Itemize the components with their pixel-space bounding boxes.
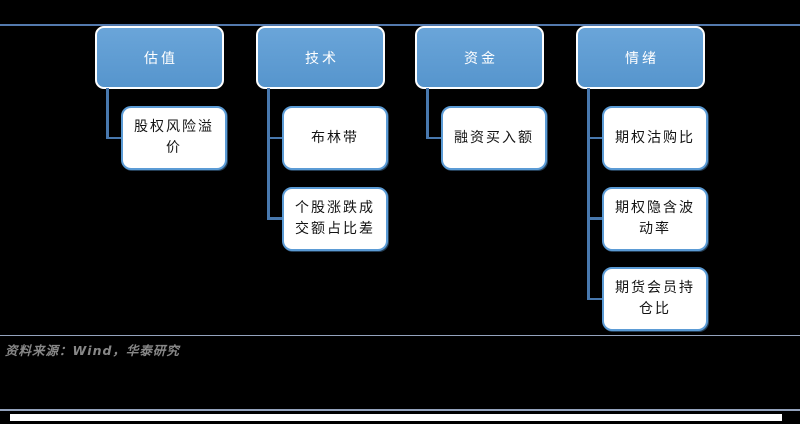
connector-stub [267,217,284,220]
category-box: 情绪 [576,26,705,89]
source-note: 资料来源：Wind，华泰研究 [5,343,180,358]
category-box: 估值 [95,26,224,89]
leaf-box: 布林带 [282,106,388,170]
connector-stub [587,136,604,140]
connector-stub [426,136,443,140]
leaf-box: 期权隐含波动率 [602,187,708,251]
connector-stub [267,136,284,140]
leaf-box: 股权风险溢价 [121,106,227,170]
top-rule [0,24,800,26]
leaf-box: 期权沽购比 [602,106,708,170]
connector-vertical [426,88,429,140]
leaf-box: 融资买入额 [441,106,547,170]
connector-stub [106,136,123,140]
connector-vertical [267,88,270,220]
leaf-box: 个股涨跌成交额占比差 [282,187,388,251]
connector-stub [587,297,604,301]
category-box: 资金 [415,26,544,89]
footer-bar [10,414,782,421]
footer-top-rule [0,409,800,411]
connector-vertical [106,88,109,140]
connector-stub [587,217,604,220]
figure-bottom-rule [0,335,800,336]
category-box: 技术 [256,26,385,89]
leaf-box: 期货会员持仓比 [602,267,708,331]
connector-vertical [587,88,590,301]
